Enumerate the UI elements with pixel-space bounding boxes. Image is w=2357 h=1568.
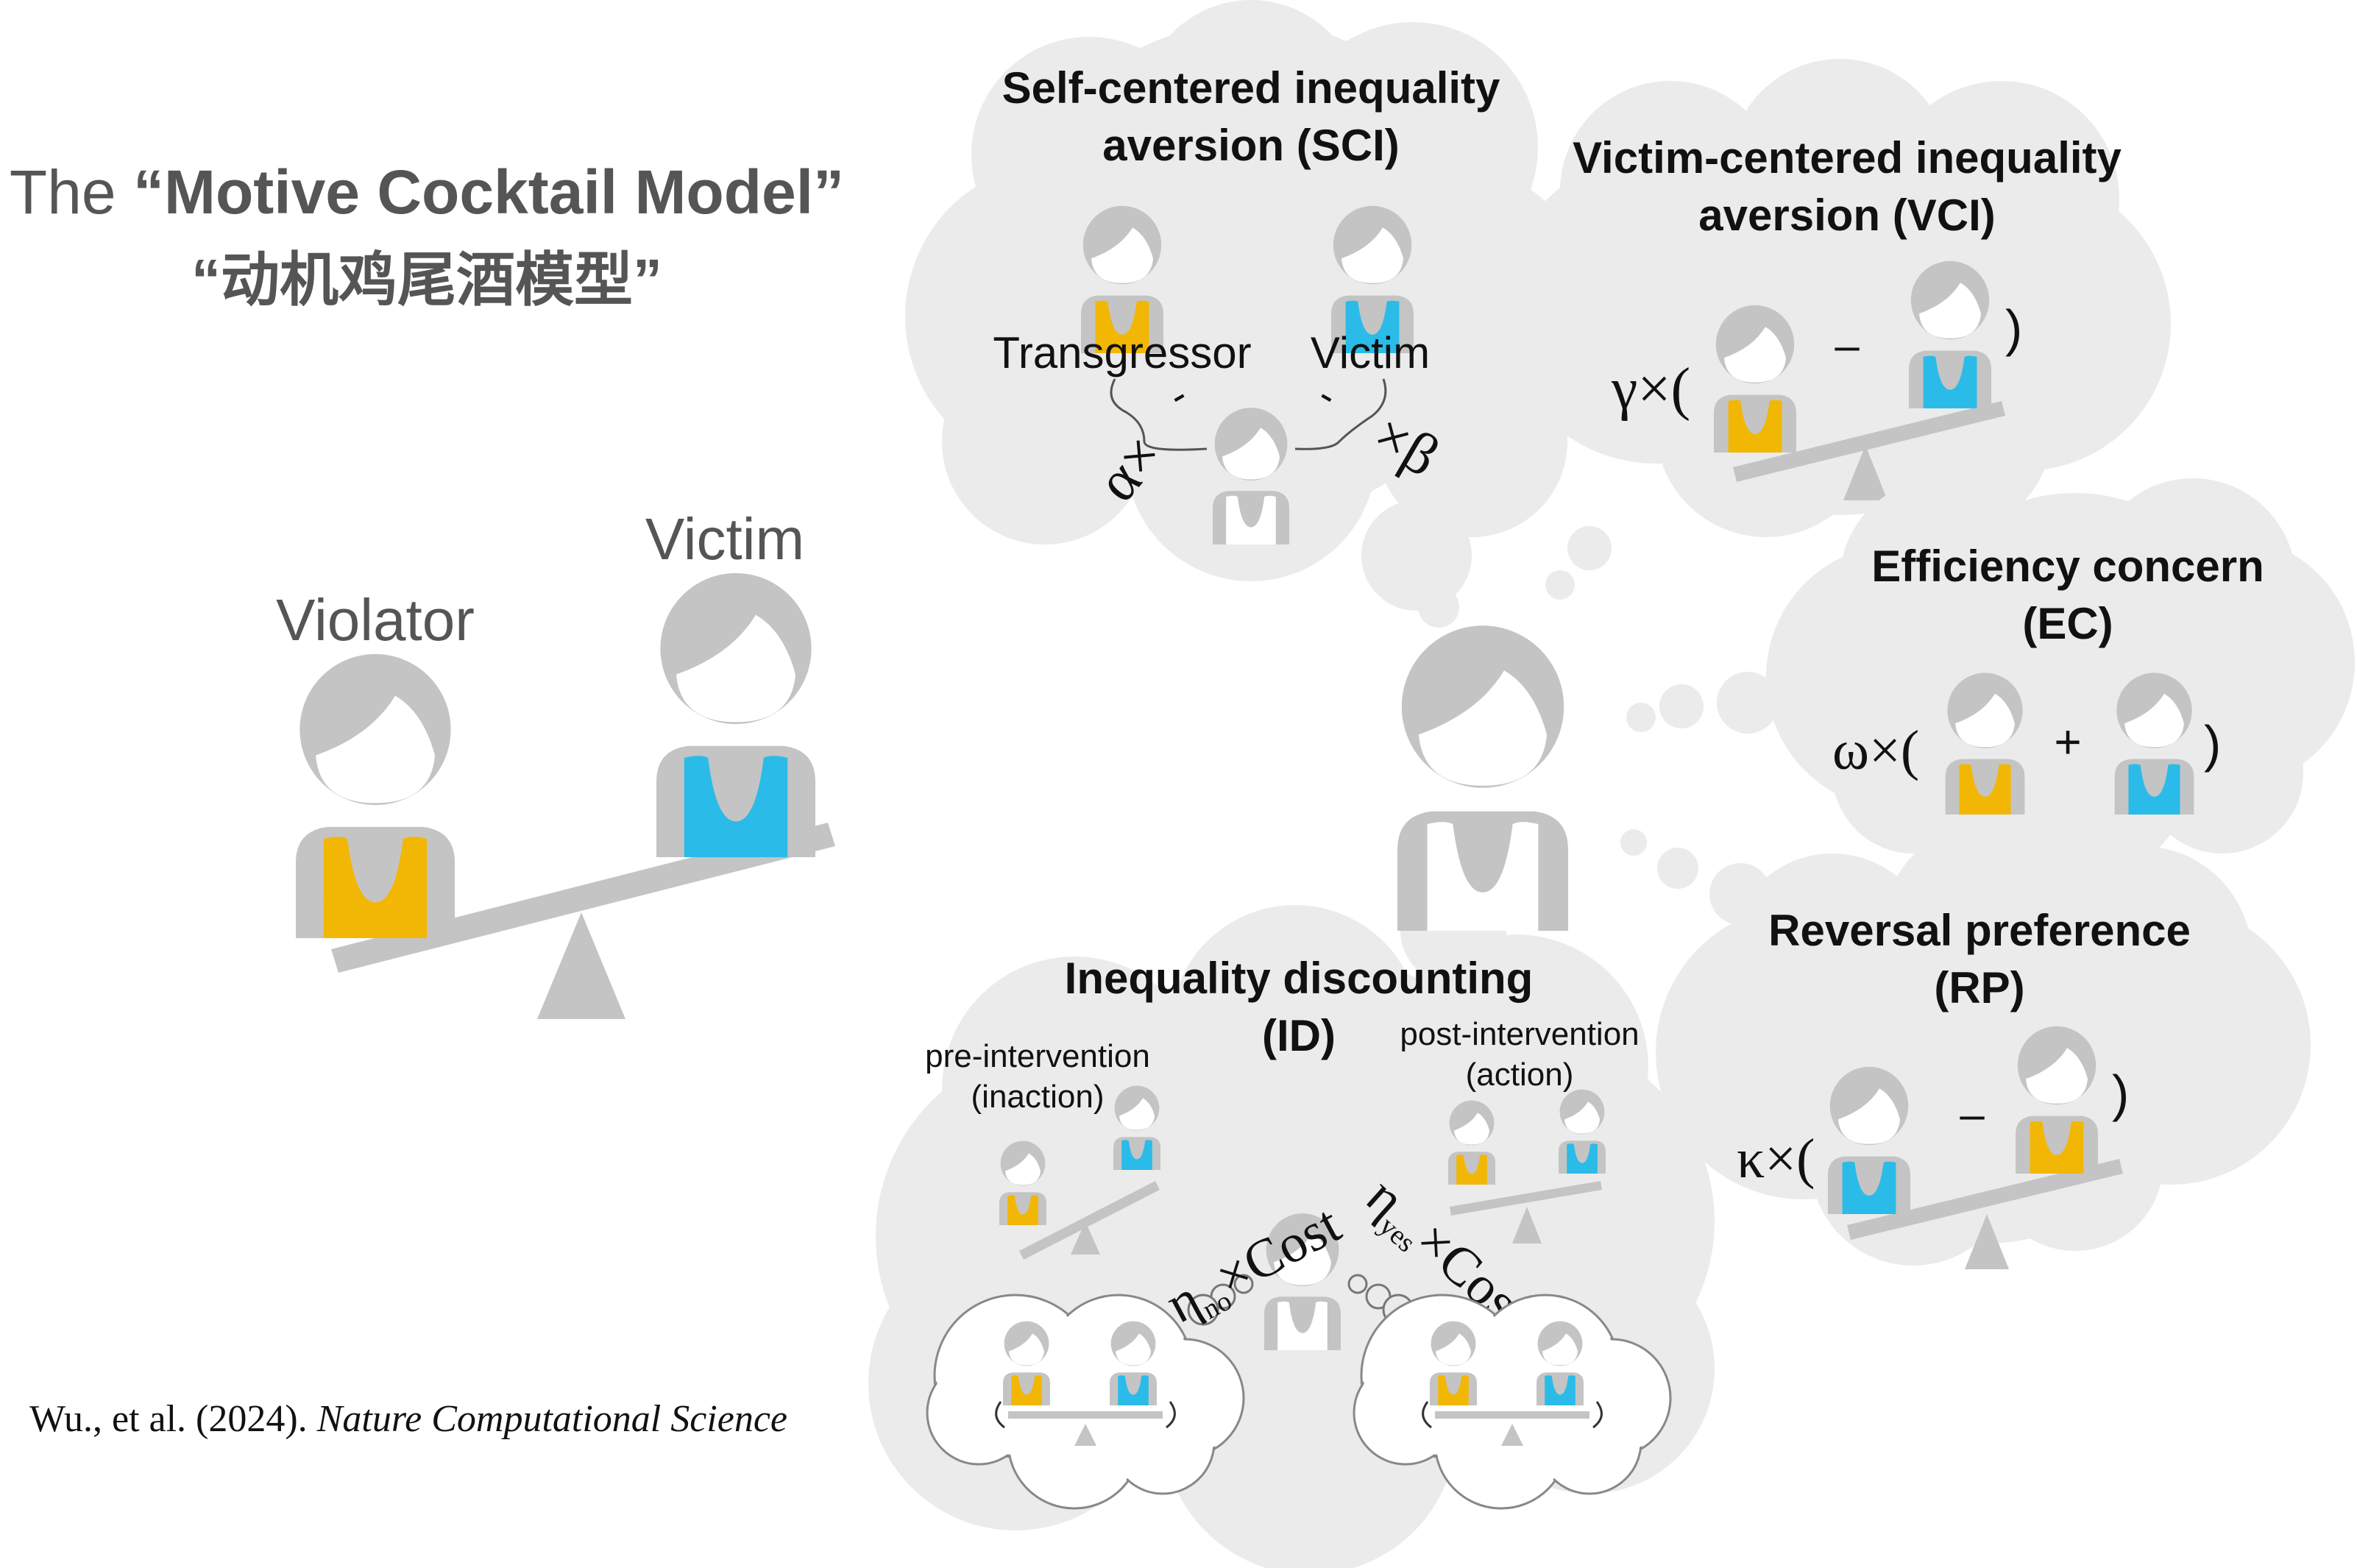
- id-mini-cloud-left: [926, 1294, 1245, 1510]
- sci-connector-left: [1110, 378, 1208, 451]
- ec-heading-2: (EC): [2022, 599, 2113, 648]
- sci-heading-1: Self-centered inequality: [1002, 63, 1500, 113]
- rp-cloud: Reversal preference (RP) κ×( – ): [1656, 824, 2311, 1269]
- ec-close: ): [2204, 715, 2221, 773]
- id-cloud: Inequality discounting (ID) pre-interven…: [868, 905, 1715, 1568]
- vci-minus: –: [1835, 321, 1860, 370]
- ec-cloud-shape: [1766, 478, 2355, 883]
- seesaw-fulcrum: [537, 912, 625, 1019]
- sci-cloud-shape: [905, 0, 1597, 581]
- rp-heading-2: (RP): [1934, 963, 2024, 1012]
- vci-close: ): [2005, 299, 2022, 357]
- id-mini-cloud-right: [1353, 1294, 1672, 1510]
- vci-plank: [1733, 401, 2005, 482]
- left-seesaw: Violator Victim: [276, 506, 835, 1019]
- citation: Wu., et al. (2024). Nature Computational…: [29, 1398, 787, 1440]
- id-thought-trail-left: [1187, 1274, 1254, 1326]
- sci-cloud: Self-centered inequality aversion (SCI) …: [905, 0, 1597, 581]
- sci-heading-2: aversion (SCI): [1102, 121, 1399, 170]
- thinker-figure: [1397, 625, 1568, 931]
- id-post-label-1: post-intervention: [1400, 1016, 1639, 1052]
- id-pre-label-2: (inaction): [971, 1079, 1105, 1115]
- id-pre-fulcrum: [1071, 1221, 1100, 1255]
- violator-figure: [296, 653, 455, 938]
- id-heading-2: (ID): [1262, 1011, 1336, 1060]
- id-post-fulcrum: [1512, 1207, 1542, 1244]
- sci-connector-right: [1294, 378, 1387, 450]
- seesaw-plank: [331, 823, 835, 973]
- id-post-plank: [1450, 1181, 1602, 1216]
- ec-plus: +: [2054, 715, 2081, 768]
- ec-coef: ω×(: [1832, 720, 1919, 781]
- id-post-label-2: (action): [1466, 1057, 1574, 1093]
- rp-coef: κ×(: [1737, 1128, 1815, 1190]
- victim-label: Victim: [645, 506, 804, 572]
- vci-cloud: Victim-centered inequality aversion (VCI…: [1501, 59, 2171, 537]
- rp-fulcrum: [1965, 1214, 2009, 1269]
- violator-label: Violator: [276, 587, 475, 653]
- ec-heading-1: Efficiency concern: [1871, 542, 2264, 591]
- rp-plank: [1847, 1159, 2123, 1240]
- vci-cloud-shape: [1501, 59, 2171, 537]
- vci-fulcrum: [1843, 445, 1888, 500]
- vci-coef: γ×(: [1611, 357, 1690, 422]
- rp-heading-1: Reversal preference: [1768, 906, 2191, 955]
- id-pre-label-1: pre-intervention: [925, 1038, 1150, 1074]
- sci-transgressor-label: Transgressor: [993, 328, 1251, 377]
- ec-cloud: Efficiency concern (EC) ω×( + ): [1766, 478, 2355, 883]
- id-heading-1: Inequality discounting: [1065, 954, 1534, 1003]
- sci-victim-label: Victim: [1311, 328, 1430, 377]
- vci-heading-2: aversion (VCI): [1698, 191, 1995, 240]
- rp-minus: –: [1960, 1090, 1985, 1139]
- id-pre-plank: [1019, 1181, 1160, 1260]
- title-line-2: “动机鸡尾酒模型”: [191, 247, 662, 313]
- victim-figure: [656, 572, 815, 857]
- rp-close: ): [2112, 1065, 2129, 1122]
- vci-heading-1: Victim-centered inequality: [1573, 133, 2122, 182]
- title-line-1: The “Motive Cocktail Model”: [10, 157, 844, 227]
